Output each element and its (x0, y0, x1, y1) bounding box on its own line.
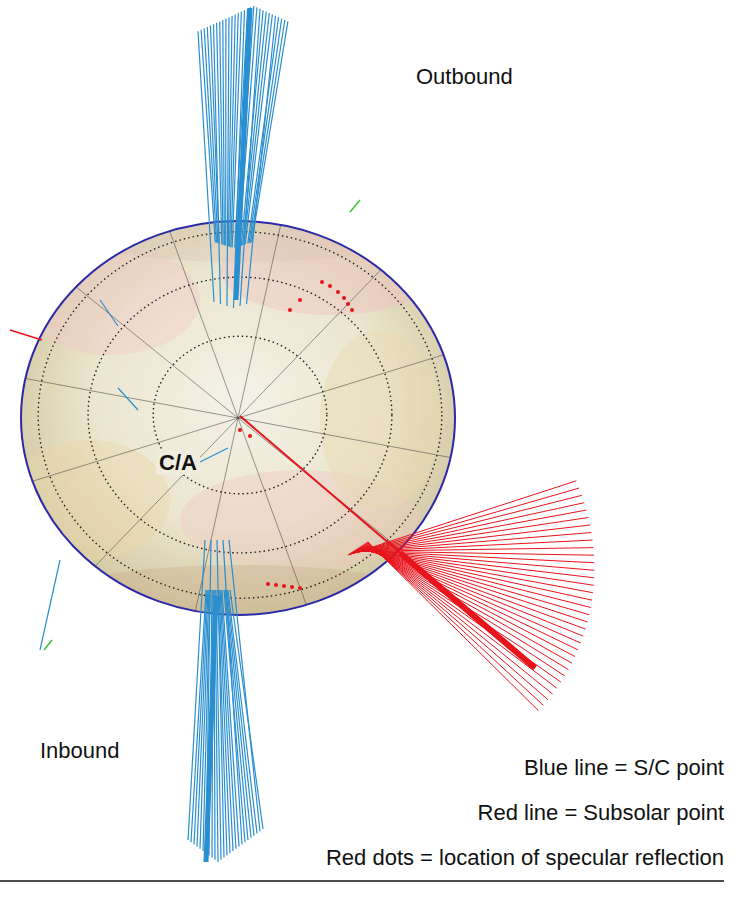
subsolar-line (364, 544, 565, 676)
specular-dot (248, 434, 252, 438)
specular-dot (266, 582, 270, 586)
specular-dot (274, 583, 278, 587)
direction-label: Outbound (416, 64, 513, 89)
latitude-circle (153, 336, 327, 494)
meridian-line (238, 418, 473, 462)
subsolar-line (358, 548, 591, 607)
spacecraft-pointing-line (248, 17, 279, 243)
spacecraft-pointing-line (40, 560, 60, 650)
spacecraft-pointing-line (229, 540, 260, 831)
subsolar-line (240, 416, 535, 668)
specular-dot (290, 585, 294, 589)
subsolar-line (353, 548, 593, 552)
meridian-line (238, 418, 314, 627)
latitude-circle (88, 277, 392, 553)
spacecraft-pointing-line (206, 596, 216, 862)
baseline-rule (0, 880, 724, 882)
subsolar-line (350, 510, 586, 553)
spacecraft-pointing-line (228, 590, 257, 833)
specular-dot (342, 296, 346, 300)
meridian-line (3, 374, 238, 418)
specular-dot (288, 308, 292, 312)
subsolar-line (363, 545, 572, 663)
specular-dot (282, 584, 286, 588)
spacecraft-pointing-line (252, 21, 288, 242)
marker-line (44, 640, 52, 650)
specular-dot (350, 308, 354, 312)
specular-dot (298, 298, 302, 302)
spacecraft-pointing-line (250, 20, 284, 243)
subsolar-line (365, 543, 556, 688)
subsolar-line (359, 547, 587, 622)
subsolar-line (362, 545, 575, 656)
specular-dot (238, 428, 242, 432)
ray-lines (10, 6, 594, 862)
spacecraft-pointing-line (200, 448, 228, 462)
spacecraft-pointing-line (236, 8, 250, 300)
spacecraft-pointing-line (225, 590, 248, 840)
legend-note: Red dots = location of specular reflecti… (326, 845, 724, 870)
subsolar-line (368, 542, 539, 711)
subsolar-line (349, 495, 582, 554)
spacecraft-pointing-line (224, 590, 245, 842)
specular-dot (346, 302, 350, 306)
subsolar-line (361, 547, 584, 637)
spacecraft-pointing-line (100, 300, 118, 326)
subsolar-line (357, 549, 593, 593)
spacecraft-pointing-line (118, 388, 138, 410)
subsolar-line (359, 548, 589, 615)
spacecraft-pointing-line (223, 20, 225, 245)
subsolar-line (400, 553, 535, 668)
legend-note: Red line = Subsolar point (478, 800, 724, 825)
meridian-line (10, 418, 238, 488)
spacecraft-pointing-line (227, 17, 229, 306)
specular-dot (298, 586, 302, 590)
subsolar-line (356, 549, 593, 585)
meridian-line (238, 348, 466, 418)
specular-dot (328, 284, 332, 288)
spacecraft-pointing-line (249, 19, 282, 244)
legend-note: Blue line = S/C point (524, 755, 724, 780)
subsolar-line (10, 330, 42, 340)
direction-label: Inbound (40, 738, 120, 763)
closest-approach-label: C/A (156, 450, 200, 475)
subsolar-line (364, 545, 569, 670)
spacecraft-pointing-line (227, 590, 254, 836)
specular-dot (336, 290, 340, 294)
specular-dot (320, 280, 324, 284)
subsolar-line (362, 546, 578, 650)
spacecraft-pointing-line (230, 590, 263, 829)
meridian-line (162, 209, 238, 418)
spacecraft-pointing-line (225, 19, 226, 246)
marker-line (350, 200, 360, 212)
subsolar-line (349, 488, 580, 555)
latitude-circle (38, 232, 442, 598)
subsolar-line (365, 544, 561, 682)
